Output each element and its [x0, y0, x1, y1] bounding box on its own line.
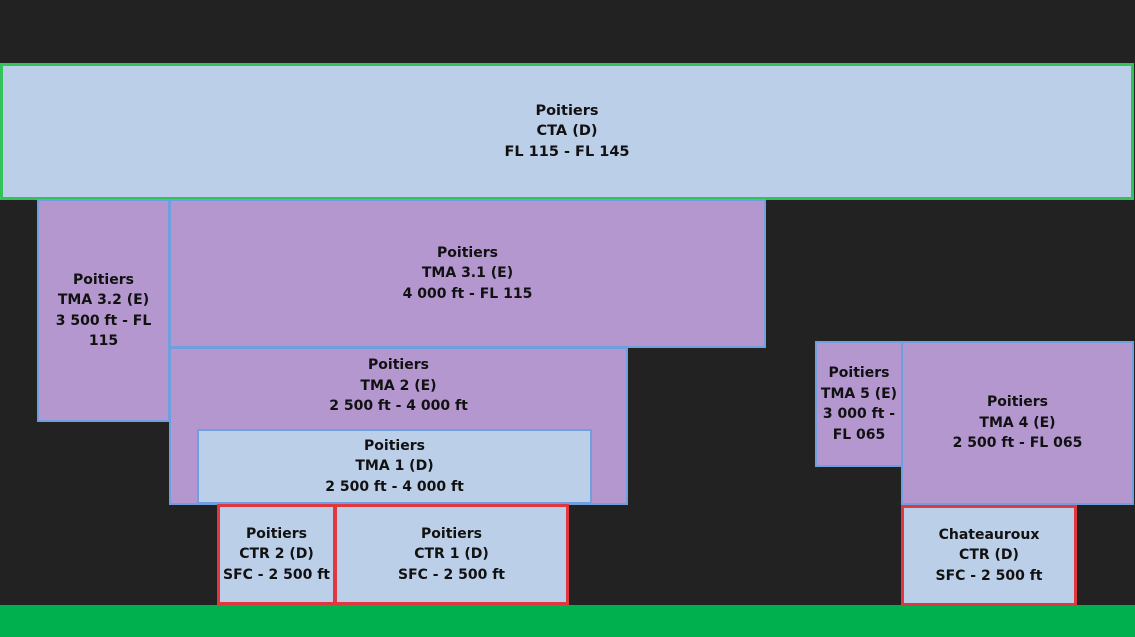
zone-designator: TMA 2 (E) — [360, 377, 437, 394]
zone-limits: 2 500 ft - 4 000 ft — [329, 398, 468, 414]
zone-limits: SFC - 2 500 ft — [935, 567, 1043, 584]
zone-limits: SFC - 2 500 ft — [223, 566, 330, 583]
zone-limits: 2 500 ft - FL 065 — [952, 435, 1083, 452]
zone-limits: 2 500 ft - 4 000 ft — [325, 478, 464, 495]
zone-limits-line-2: FL 065 — [832, 426, 886, 443]
zone-name: Poitiers — [828, 365, 890, 381]
zone-limits-line-1: 3 000 ft - — [822, 406, 896, 422]
zone-designator: CTR (D) — [959, 547, 1019, 564]
zone-name: Poitiers — [987, 394, 1048, 411]
zone-designator: TMA 3.2 (E) — [57, 292, 150, 308]
zone-limits: 3 500 ft - FL 115 — [55, 312, 152, 350]
zone-name: Chateauroux — [938, 526, 1040, 543]
zone-name: Poitiers — [368, 357, 429, 373]
zone-name: Poitiers — [535, 102, 599, 119]
zone-poitiers-tma-4[interactable]: Poitiers TMA 4 (E) 2 500 ft - FL 065 — [901, 341, 1134, 505]
zone-name: Poitiers — [73, 271, 134, 288]
zone-name: Poitiers — [364, 437, 425, 454]
zone-poitiers-ctr-2[interactable]: Poitiers CTR 2 (D) SFC - 2 500 ft — [217, 504, 336, 605]
zone-designator: TMA 1 (D) — [355, 458, 434, 475]
zone-designator: CTA (D) — [536, 123, 598, 140]
zone-name: Poitiers — [246, 525, 307, 542]
zone-limits: SFC - 2 500 ft — [398, 566, 505, 583]
zone-poitiers-tma-3-2[interactable]: Poitiers TMA 3.2 (E) 3 500 ft - FL 115 — [37, 199, 170, 422]
zone-limits: 4 000 ft - FL 115 — [402, 285, 533, 302]
zone-chateauroux-ctr[interactable]: Chateauroux CTR (D) SFC - 2 500 ft — [901, 505, 1077, 606]
zone-designator: TMA 3.1 (E) — [421, 265, 514, 282]
zone-designator: CTR 1 (D) — [414, 546, 489, 563]
zone-name: Poitiers — [437, 244, 498, 261]
zone-poitiers-cta[interactable]: Poitiers CTA (D) FL 115 - FL 145 — [0, 63, 1134, 200]
zone-poitiers-ctr-1[interactable]: Poitiers CTR 1 (D) SFC - 2 500 ft — [334, 504, 569, 605]
zone-designator: CTR 2 (D) — [239, 546, 314, 563]
zone-poitiers-tma-1[interactable]: Poitiers TMA 1 (D) 2 500 ft - 4 000 ft — [197, 429, 592, 504]
zone-designator: TMA 5 (E) — [820, 385, 898, 402]
zone-name: Poitiers — [421, 525, 482, 542]
zone-limits: FL 115 - FL 145 — [504, 143, 630, 160]
zone-poitiers-tma-3-1[interactable]: Poitiers TMA 3.1 (E) 4 000 ft - FL 115 — [169, 199, 766, 348]
zone-designator: TMA 4 (E) — [979, 414, 1056, 431]
zone-poitiers-tma-5[interactable]: Poitiers TMA 5 (E) 3 000 ft - FL 065 — [815, 341, 903, 467]
ground-strip — [0, 605, 1135, 637]
